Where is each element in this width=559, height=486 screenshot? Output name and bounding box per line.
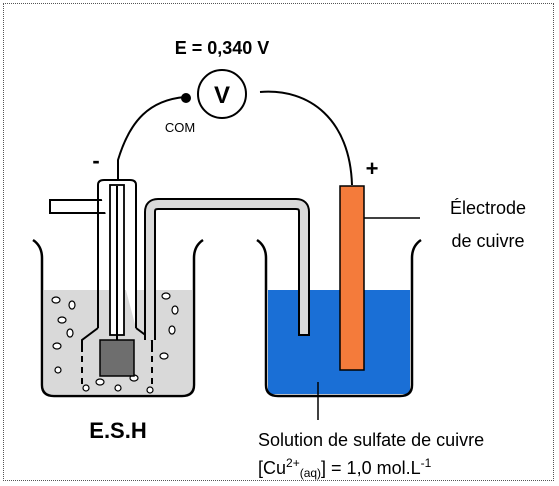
- figure-frame: [3, 3, 554, 481]
- hydrogen-electrode: [49, 179, 153, 388]
- plus-sign: +: [366, 156, 379, 181]
- wire-right: [259, 90, 353, 186]
- h2-inlet-tube: [49, 199, 109, 214]
- electrode-label-line1: Électrode: [450, 198, 526, 218]
- solution-label: Solution de sulfate de cuivre: [258, 430, 484, 450]
- minus-sign: -: [92, 148, 99, 173]
- com-label: COM: [165, 120, 195, 135]
- com-terminal: [181, 93, 191, 103]
- copper-beaker: [256, 238, 422, 398]
- voltmeter-symbol: V: [214, 82, 230, 109]
- voltmeter: [197, 69, 247, 119]
- electrode-label-line2: de cuivre: [451, 231, 524, 251]
- copper-electrode: [339, 185, 365, 371]
- concentration-label: [Cu2+(aq)] = 1,0 mol.L-1: [258, 456, 432, 480]
- wire-left: [117, 96, 186, 185]
- voltage-label: E = 0,340 V: [175, 38, 270, 58]
- platinum-plate: [99, 339, 135, 377]
- esh-label: E.S.H: [89, 418, 146, 443]
- salt-bridge: [144, 198, 310, 340]
- copper-sulfate-solution: [268, 290, 410, 394]
